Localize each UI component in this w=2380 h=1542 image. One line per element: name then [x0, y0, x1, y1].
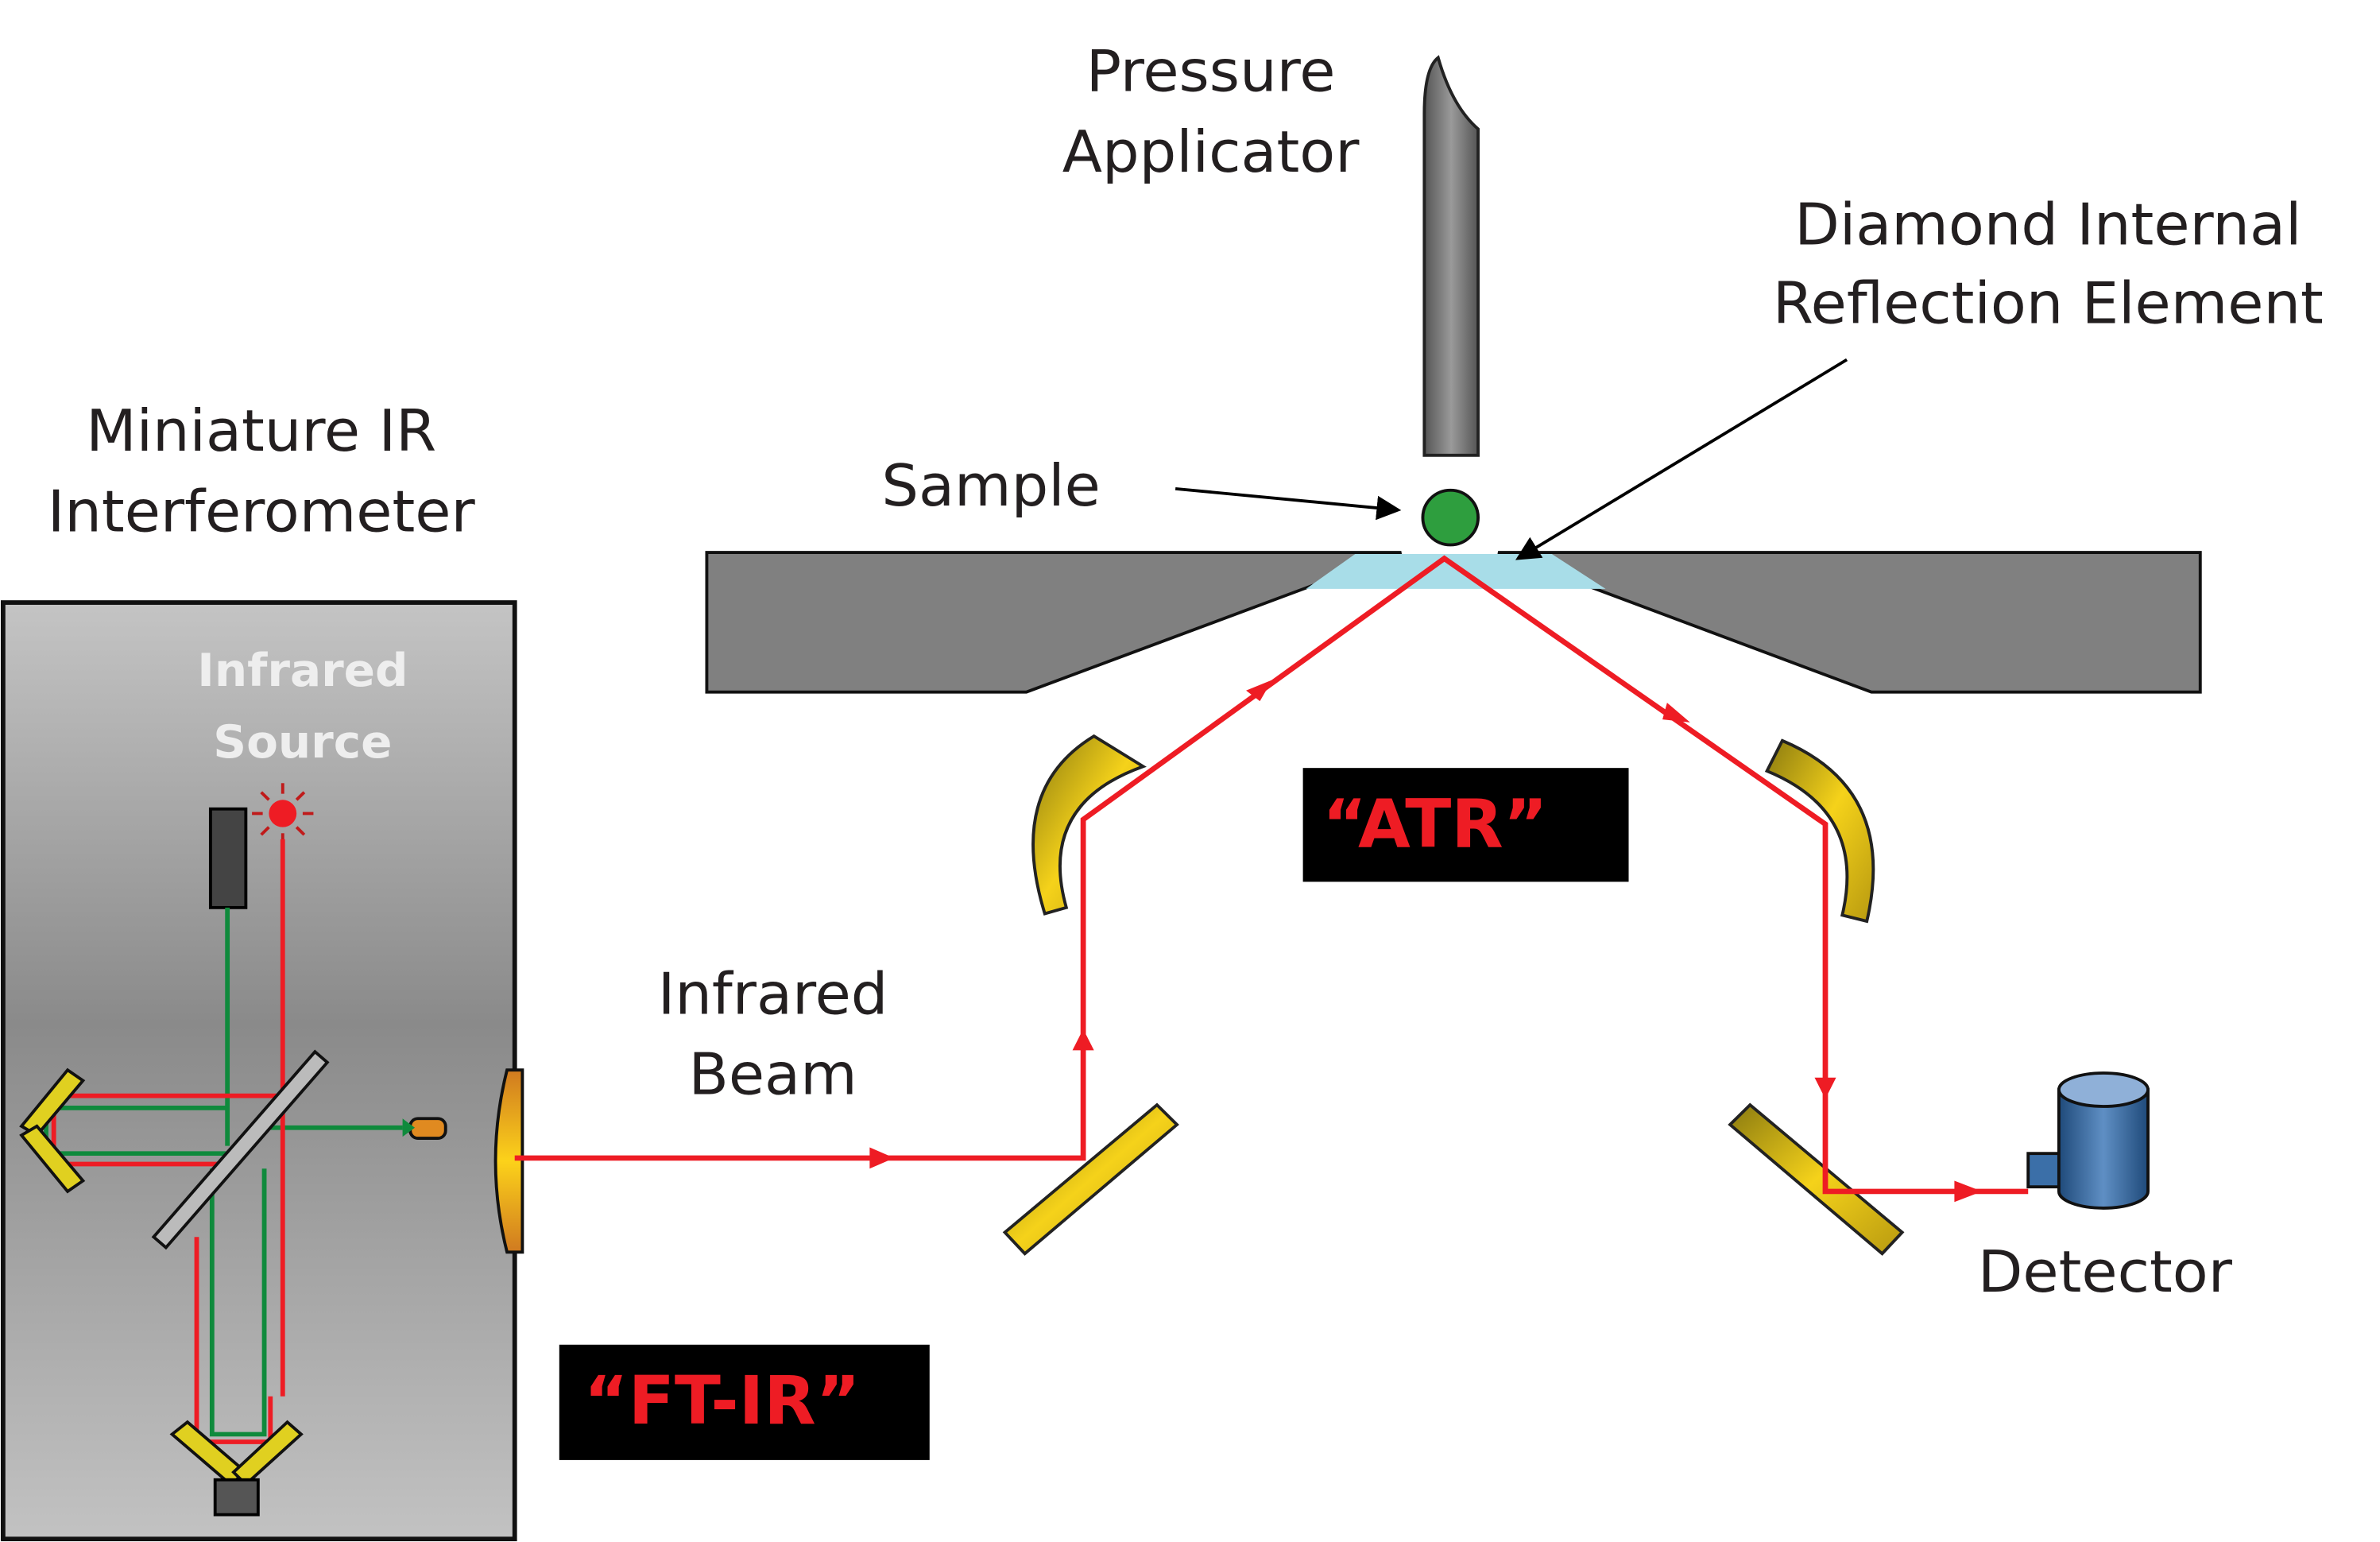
laser-beam-path: [44, 907, 403, 1437]
left-roof-mirror: [19, 1067, 86, 1194]
infrared-beam-label-2: Beam: [688, 1041, 857, 1108]
infrared-source-label-1: Infrared: [197, 643, 408, 697]
pressure-applicator: [1422, 55, 1480, 457]
laser-source-block: [208, 807, 248, 909]
right-focusing-mirror: [1764, 738, 1875, 924]
sample-icon: [1421, 488, 1480, 547]
sample-label: Sample: [881, 452, 1100, 519]
left-flat-mirror: [1002, 1102, 1179, 1256]
interferometer-box: Infrared Source: [0, 600, 517, 1542]
atr-tag: “ATR”: [1302, 768, 1629, 882]
ftir-tag-text: “FT-IR”: [584, 1362, 861, 1439]
collimator-lens: [493, 1068, 524, 1254]
atr-plate: [705, 551, 2202, 694]
interferometer-label-2: Interferometer: [48, 478, 476, 545]
laser-arrow-icon: [402, 1118, 416, 1137]
laser-detector: [408, 1117, 447, 1140]
moving-mirror-base: [213, 1478, 260, 1517]
infrared-source-icon: [252, 783, 314, 844]
bottom-roof-mirror: [169, 1420, 304, 1487]
infrared-source-label-2: Source: [213, 715, 392, 769]
infrared-beam-label-1: Infrared: [658, 961, 888, 1028]
beamsplitter: [151, 1049, 330, 1250]
detector-label: Detector: [1978, 1238, 2233, 1305]
detector-icon: [2026, 1071, 2150, 1210]
diamond-label-1: Diamond Internal: [1794, 192, 2301, 258]
right-flat-mirror: [1728, 1102, 1905, 1256]
infrared-beam-path: [514, 555, 2029, 1195]
ir-beam-internal-path: [51, 839, 285, 1444]
interferometer-label-1: Miniature IR: [86, 398, 436, 465]
atr-tag-text: “ATR”: [1322, 785, 1548, 862]
beam-direction-arrows: [869, 680, 1983, 1203]
left-focusing-mirror: [1031, 734, 1147, 916]
ftir-tag: “FT-IR”: [559, 1344, 930, 1460]
diamond-label-2: Reflection Element: [1773, 270, 2324, 337]
diamond-crystal: [1306, 553, 1606, 589]
sample-pointer-arrow: [1175, 486, 1402, 521]
diamond-pointer-arrow: [1515, 358, 1848, 560]
pressure-applicator-label-2: Applicator: [1062, 118, 1360, 185]
pressure-applicator-label-1: Pressure: [1086, 38, 1336, 105]
